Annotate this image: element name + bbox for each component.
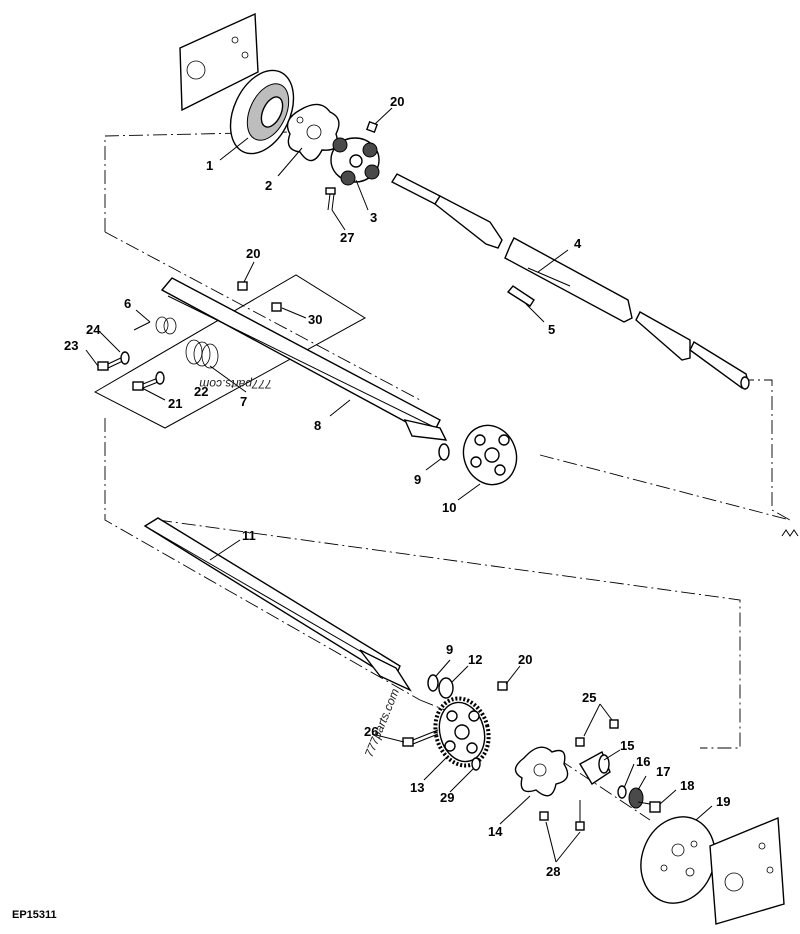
part-8-upper-rail (160, 277, 448, 441)
callout-18: 18 (680, 778, 694, 793)
detail-box (93, 274, 366, 429)
part-11-lower-rail (143, 517, 412, 692)
part-16-bushing (617, 785, 627, 799)
part-2-cam-plate (286, 103, 340, 162)
callout-24: 24 (86, 322, 101, 337)
callout-9-lower: 9 (446, 642, 453, 657)
part-25-nut-b (609, 719, 619, 729)
part-17-bushing (628, 787, 644, 809)
part-21-bolt (132, 377, 159, 391)
assembly-outline-upper (104, 131, 791, 521)
callout-7: 7 (240, 394, 247, 409)
part-24-washer (120, 351, 130, 365)
watermark-upper: 777parts.com (199, 377, 272, 391)
callout-6: 6 (124, 296, 131, 311)
callout-29: 29 (440, 790, 454, 805)
callout-16: 16 (636, 754, 650, 769)
part-19-housing (640, 816, 785, 925)
callout-12: 12 (468, 652, 482, 667)
part-3-roller-hub (330, 137, 380, 186)
part-9-washer-lower (427, 674, 439, 692)
callout-26: 26 (364, 724, 378, 739)
callout-4: 4 (574, 236, 582, 251)
part-1-housing (179, 12, 295, 155)
part-25-nut-a (575, 737, 585, 747)
callout-2: 2 (265, 178, 272, 193)
callout-9-upper: 9 (414, 472, 421, 487)
callout-20-mid: 20 (246, 246, 260, 261)
part-30-nut (271, 302, 282, 312)
part-13-sprocket (433, 696, 491, 768)
part-10-flange-hub (462, 424, 518, 486)
callout-3: 3 (370, 210, 377, 225)
part-28-bolts (539, 800, 585, 831)
part-6-spring (133, 316, 177, 335)
leader-lines (85, 107, 713, 863)
callout-15: 15 (620, 738, 634, 753)
break-symbol (781, 529, 799, 537)
part-27-bolt (325, 187, 336, 211)
part-18-bolt (637, 801, 661, 813)
part-9-washer-upper (438, 443, 450, 461)
part-20-pin-top (365, 120, 379, 134)
callout-28: 28 (546, 864, 560, 879)
figure-code: EP15311 (12, 909, 57, 921)
part-26-bolt (402, 729, 439, 747)
callout-8: 8 (314, 418, 321, 433)
part-5-key (506, 285, 535, 307)
callout-27: 27 (340, 230, 354, 245)
part-15-arm (579, 751, 611, 785)
callouts: 1 2 3 20 27 4 5 20 6 30 24 23 22 21 7 8 … (64, 94, 730, 879)
callout-5: 5 (548, 322, 555, 337)
callout-25: 25 (582, 690, 596, 705)
callout-1: 1 (206, 158, 213, 173)
callout-13: 13 (410, 780, 424, 795)
part-4-shaft (391, 173, 750, 390)
callout-10: 10 (442, 500, 456, 515)
part-14-cam-plate (514, 746, 569, 797)
callout-17: 17 (656, 764, 670, 779)
callout-20-lower: 20 (518, 652, 532, 667)
part-12-washer (438, 677, 454, 699)
part-20-nut-mid (237, 281, 248, 291)
part-7-spring (185, 339, 219, 369)
part-29-washer (471, 757, 481, 771)
callout-14: 14 (488, 824, 503, 839)
callout-20-top: 20 (390, 94, 404, 109)
callout-23: 23 (64, 338, 78, 353)
callout-22: 22 (194, 384, 208, 399)
callout-19: 19 (716, 794, 730, 809)
assembly-outline-lower (104, 418, 741, 821)
callout-30: 30 (308, 312, 322, 327)
watermark-lower: 777parts.com (362, 686, 402, 759)
part-22-washer (155, 371, 165, 385)
callout-11: 11 (242, 528, 256, 543)
part-20-nut-lower (497, 681, 508, 691)
callout-21: 21 (168, 396, 182, 411)
